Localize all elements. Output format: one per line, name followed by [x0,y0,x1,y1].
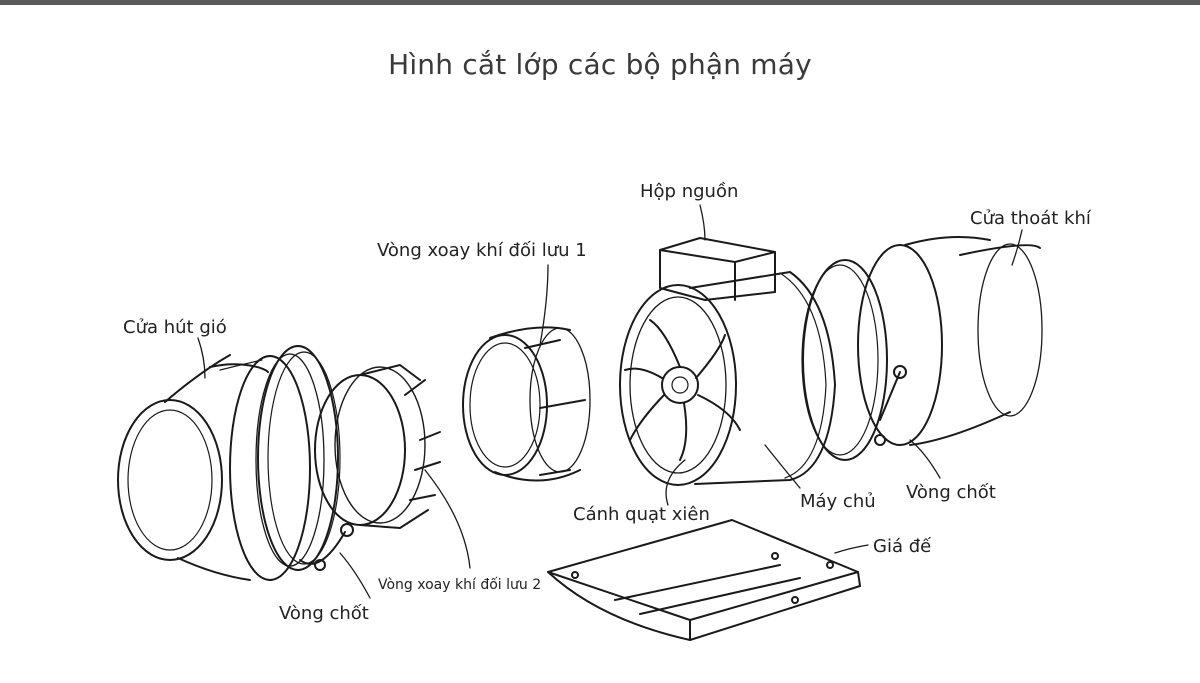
leader-vong-chot-right [909,439,941,479]
label-vong-chot-left: Vòng chốt [279,603,369,624]
swirl-ring-1 [462,326,591,482]
right-locking-ring [801,259,907,461]
leader-vong-xoay-1 [539,264,549,346]
top-divider [0,0,1200,5]
angled-impeller [624,319,741,461]
leader-gia-de [834,544,869,554]
label-vong-chot-right: Vòng chốt [906,482,996,503]
leader-vong-chot-left [339,552,371,599]
diagram-title: Hình cắt lớp các bộ phận máy [388,48,812,81]
label-vong-xoay-1: Vòng xoay khí đối lưu 1 [377,240,587,261]
leader-cua-hut-gio [197,337,206,379]
swirl-ring-2 [314,364,441,529]
leader-may-chu [764,444,801,489]
label-hop-nguon: Hộp nguồn [640,181,739,202]
power-box [659,237,776,301]
leader-cua-thoat-khi [1011,229,1023,266]
label-canh-quat-xien: Cánh quạt xiên [573,504,710,525]
left-locking-ring [257,345,354,571]
mounting-bracket [547,519,861,641]
label-cua-hut-gio: Cửa hút gió [123,317,227,338]
leader-hop-nguon [699,204,706,241]
leader-vong-xoay-2 [424,469,471,569]
label-gia-de: Giá đế [873,536,932,557]
leader-canh-quat-xien [665,459,686,506]
leader-lines [197,204,1023,599]
label-cua-thoat-khi: Cửa thoát khí [970,208,1091,229]
main-housing [619,271,836,486]
intake-collar [117,353,325,581]
label-vong-xoay-2: Vòng xoay khí đối lưu 2 [378,577,542,593]
exhaust-collar [857,235,1043,446]
label-may-chu: Máy chủ [800,491,876,512]
